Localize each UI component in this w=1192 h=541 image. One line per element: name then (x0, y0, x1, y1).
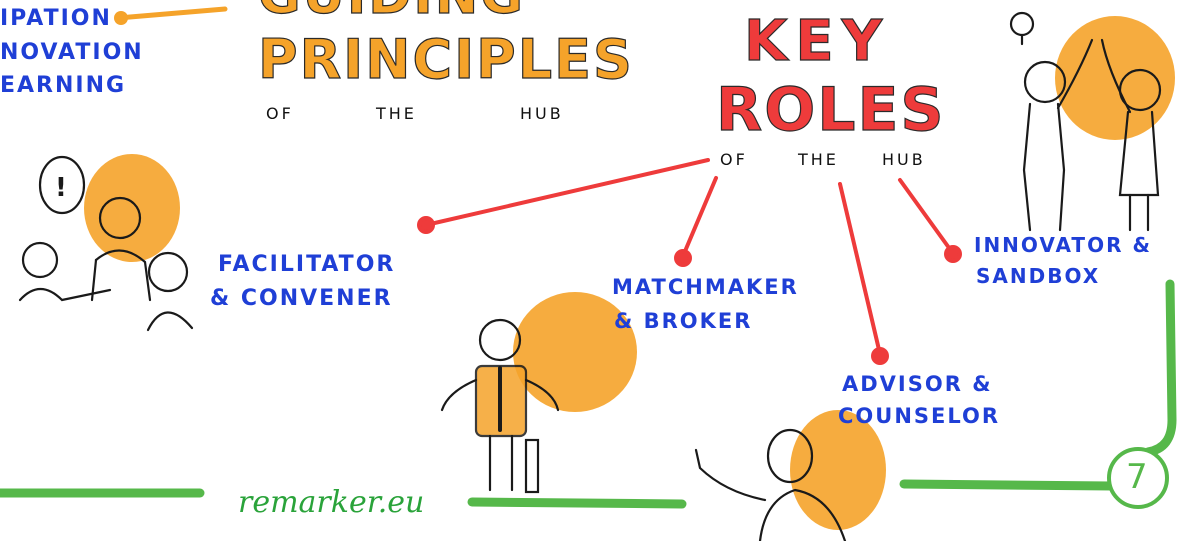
list-item-participation: IPATION (0, 6, 112, 31)
key-roles-title-line2: ROLES (715, 75, 946, 145)
principles-of: OF (266, 104, 294, 123)
key-roles-hub: HUB (882, 150, 926, 169)
orange-connector-line (115, 6, 228, 21)
principles-hub: HUB (520, 104, 564, 123)
connector-advisor (838, 182, 882, 356)
connector-matchmaker (681, 176, 718, 258)
list-item-innovation: NOVATION (0, 40, 144, 65)
principles-title: PRINCIPLES (257, 28, 634, 91)
principles-title-partial: GUIDING (257, 0, 525, 23)
facilitator-people-illustration: ! (18, 155, 194, 332)
highlight-blobs (84, 16, 1175, 530)
key-roles-of: OF (720, 150, 748, 169)
key-roles-title-line1: KEY (743, 9, 891, 74)
blob-facilitator (84, 154, 180, 262)
connector-facilitator-dot (417, 216, 435, 234)
orange-connector-dot (114, 11, 128, 25)
green-line-vertical (1143, 279, 1177, 457)
blob-advisor (790, 410, 886, 530)
green-line-middle (467, 497, 687, 509)
blob-matchmaker (513, 292, 637, 412)
svg-text:!: ! (55, 173, 67, 203)
signature-remarker: remarker.eu (238, 485, 425, 520)
role-advisor-line2: COUNSELOR (838, 404, 1001, 428)
principles-the: THE (376, 104, 417, 123)
innovator-illustration (1009, 11, 1162, 232)
role-facilitator-line1: FACILITATOR (218, 252, 396, 277)
role-matchmaker-line1: MATCHMAKER (612, 275, 799, 299)
role-connectors (417, 158, 962, 365)
page-number-circle (1107, 447, 1169, 509)
matchmaker-illustration (440, 318, 560, 494)
role-facilitator-line2: & CONVENER (210, 286, 393, 311)
green-line-right (899, 479, 1117, 491)
connector-facilitator (424, 158, 710, 227)
page-number: 7 (1126, 457, 1148, 497)
connector-advisor-dot (871, 347, 889, 365)
role-matchmaker-line2: & BROKER (614, 309, 753, 333)
connector-matchmaker-dot (674, 249, 692, 267)
connector-innovator (898, 178, 954, 254)
role-innovator-line1: INNOVATOR & (974, 233, 1152, 257)
list-item-learning: EARNING (0, 73, 127, 98)
key-roles-the: THE (798, 150, 839, 169)
connector-innovator-dot (944, 245, 962, 263)
role-innovator-line2: SANDBOX (976, 264, 1101, 288)
advisor-illustration (694, 428, 847, 541)
role-advisor-line1: ADVISOR & (842, 372, 993, 396)
